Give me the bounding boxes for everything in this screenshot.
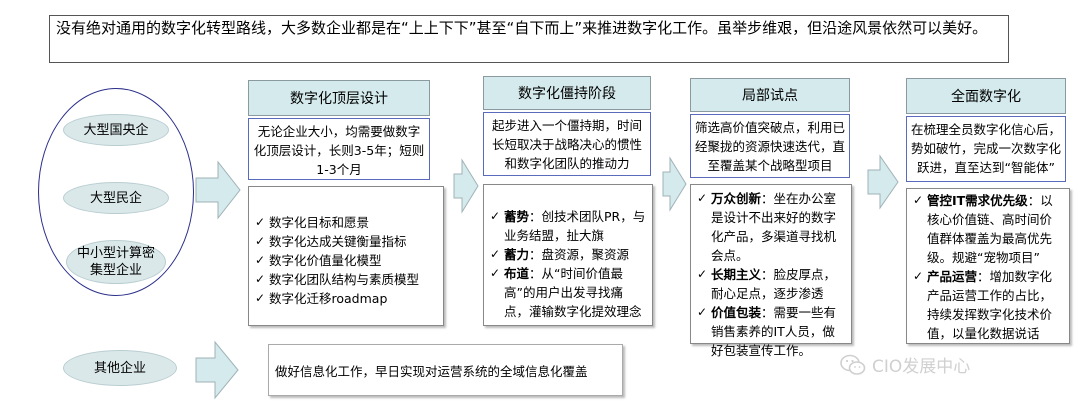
- list-item: 布道：从“时间价值最高”的用户出发寻找痛点，灌输数字化提效理念: [490, 264, 646, 321]
- list-item: 万众创新：坐在办公室是设计不出来好的数字化产品，多渠道寻找机会点。: [697, 189, 845, 265]
- stage-2-list: 蓄势：创技术团队PR，与业务结盟，扯大旗 蓄力：盘资源，聚资源 布道：从“时间价…: [483, 184, 653, 326]
- stage-title-text: 局部试点: [742, 88, 798, 104]
- list-item: 数字化价值量化模型: [255, 251, 437, 270]
- stage-2-title: 数字化僵持阶段: [483, 76, 651, 110]
- other-path-box: 做好信息化工作，早日实现对运营系统的全域信息化覆盖: [268, 344, 623, 396]
- list-item: 蓄力：盘资源，聚资源: [490, 245, 646, 264]
- banner-text: 没有绝对通用的数字化转型路线，大多数企业都是在“上上下下”甚至“自下而上”来推进…: [56, 19, 988, 37]
- stage-3-desc: 筛选高价值突破点，利用已经聚拢的资源快速迭代，直至覆盖某个战略型项目: [690, 114, 850, 178]
- stage-4-desc: 在梳理全员数字化信心后，势如破竹，完成一次数字化跃进，直至达到“智能体”: [906, 116, 1066, 182]
- arrow-to-stage-2: [453, 158, 479, 214]
- stage-1-title: 数字化顶层设计: [248, 80, 430, 116]
- list-item: 蓄势：创技术团队PR，与业务结盟，扯大旗: [490, 207, 646, 245]
- list-item: 数字化达成关键衡量指标: [255, 232, 437, 251]
- enterprise-label: 大型民企: [89, 190, 142, 206]
- stage-3-list: 万众创新：坐在办公室是设计不出来好的数字化产品，多渠道寻找机会点。 长期主义：脸…: [690, 184, 852, 358]
- stage-title-text: 全面数字化: [951, 89, 1021, 105]
- list-item: 产品运营：增加数字化产品运营工作的占比，持续发挥数字化技术价值，以量化数据说话: [913, 267, 1063, 343]
- stage-desc-text: 无论企业大小，均需要做数字化顶层设计，长则3-5年；短则1-3个月: [253, 124, 425, 177]
- arrow-to-stage-1: [195, 160, 241, 220]
- enterprise-label: 其他企业: [93, 360, 146, 376]
- other-path-text: 做好信息化工作，早日实现对运营系统的全域信息化覆盖: [275, 363, 588, 379]
- enterprise-pill-other: 其他企业: [63, 350, 177, 386]
- arrow-to-stage-4: [867, 154, 899, 210]
- watermark-text: CIO发展中心: [872, 357, 971, 377]
- stage-1-list: 数字化目标和愿景 数字化达成关键衡量指标 数字化价值量化模型 数字化团队结构与素…: [248, 186, 444, 326]
- stage-desc-text: 起步进入一个僵持期，时间长短取决于战略决心的惯性和数字化团队的推动力: [491, 118, 642, 171]
- stage-3-title: 局部试点: [690, 78, 850, 112]
- arrow-to-stage-3: [662, 156, 687, 212]
- list-item: 管控IT需求优先级：以核心价值链、高时间价值群体覆盖为最高优先级。规避“宠物项目…: [913, 191, 1063, 267]
- stage-desc-text: 筛选高价值突破点，利用已经聚拢的资源快速迭代，直至覆盖某个战略型项目: [695, 120, 846, 173]
- watermark: CIO发展中心: [840, 352, 970, 377]
- enterprise-label: 中小型计算密集型企业: [76, 246, 155, 278]
- stage-desc-text: 在梳理全员数字化信心后，势如破竹，完成一次数字化跃进，直至达到“智能体”: [911, 122, 1062, 175]
- list-item: 数字化目标和愿景: [255, 213, 437, 232]
- list-item: 数字化迁移roadmap: [255, 289, 437, 308]
- stage-4-list: 管控IT需求优先级：以核心价值链、高时间价值群体覆盖为最高优先级。规避“宠物项目…: [906, 188, 1070, 344]
- enterprise-pill-private: 大型民企: [63, 182, 169, 214]
- arrow-other: [195, 340, 239, 400]
- list-item: 长期主义：脸皮厚点，耐心足点，逐步渗透: [697, 265, 845, 303]
- stage-4-title: 全面数字化: [906, 78, 1066, 114]
- stage-2-desc: 起步进入一个僵持期，时间长短取决于战略决心的惯性和数字化团队的推动力: [483, 112, 651, 176]
- top-banner: 没有绝对通用的数字化转型路线，大多数企业都是在“上上下下”甚至“自下而上”来推进…: [49, 15, 1009, 63]
- stage-title-text: 数字化僵持阶段: [518, 86, 616, 102]
- stage-1-desc: 无论企业大小，均需要做数字化顶层设计，长则3-5年；短则1-3个月: [248, 118, 430, 180]
- enterprise-pill-state-owned: 大型国央企: [63, 114, 169, 146]
- enterprise-label: 大型国央企: [83, 122, 149, 138]
- list-item: 数字化团队结构与素质模型: [255, 270, 437, 289]
- stage-title-text: 数字化顶层设计: [290, 91, 388, 107]
- wechat-icon: [840, 354, 866, 375]
- enterprise-pill-sme: 中小型计算密集型企业: [66, 240, 166, 284]
- list-item: 价值包装：需要一些有销售素养的IT人员，做好包装宣传工作。: [697, 303, 845, 360]
